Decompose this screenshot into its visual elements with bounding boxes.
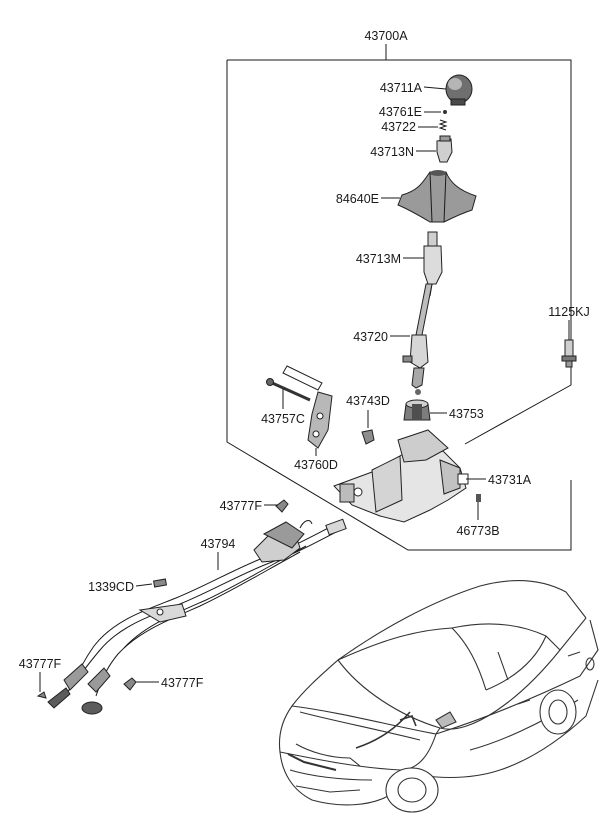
- pin-43761E: [443, 110, 447, 114]
- clip-43743D: [361, 429, 375, 445]
- shifter-base-housing: [333, 429, 469, 523]
- bushing-43753: [403, 399, 431, 421]
- label-46773B: 46773B: [456, 524, 499, 538]
- assembly-label: 43700A: [364, 29, 408, 43]
- label-43713M: 43713M: [356, 252, 401, 266]
- label-43777F-top: 43777F: [220, 499, 263, 513]
- lever-43720: [402, 283, 433, 395]
- label-43794: 43794: [201, 537, 236, 551]
- pin-46773B: [476, 494, 481, 502]
- label-43777F-left: 43777F: [19, 657, 62, 671]
- label-43722: 43722: [381, 120, 416, 134]
- rod-43713M: [423, 231, 443, 297]
- spring-43722: [438, 119, 448, 131]
- label-84640E: 84640E: [336, 192, 379, 206]
- car-illustration: [278, 580, 599, 813]
- label-43760D: 43760D: [294, 458, 338, 472]
- label-43713N: 43713N: [370, 145, 414, 159]
- label-1125KJ: 1125KJ: [548, 305, 589, 319]
- assembly-boundary: [226, 44, 572, 551]
- label-43731A: 43731A: [488, 473, 532, 487]
- label-43720: 43720: [353, 330, 388, 344]
- label-1339CD: 1339CD: [88, 580, 134, 594]
- label-43761E: 43761E: [379, 105, 422, 119]
- label-43777F-right: 43777F: [161, 676, 204, 690]
- label-43711A: 43711A: [380, 81, 423, 95]
- shift-boot: [397, 170, 477, 223]
- shift-knob: [445, 74, 473, 106]
- label-43753: 43753: [449, 407, 484, 421]
- pin-43757C: [266, 378, 311, 402]
- bracket-43760D: [282, 365, 333, 449]
- bolt-1125KJ: [561, 339, 577, 368]
- label-43757C: 43757C: [261, 412, 305, 426]
- label-43743D: 43743D: [346, 394, 390, 408]
- connector-43713N: [436, 135, 453, 163]
- shift-cable-assembly: [36, 499, 347, 715]
